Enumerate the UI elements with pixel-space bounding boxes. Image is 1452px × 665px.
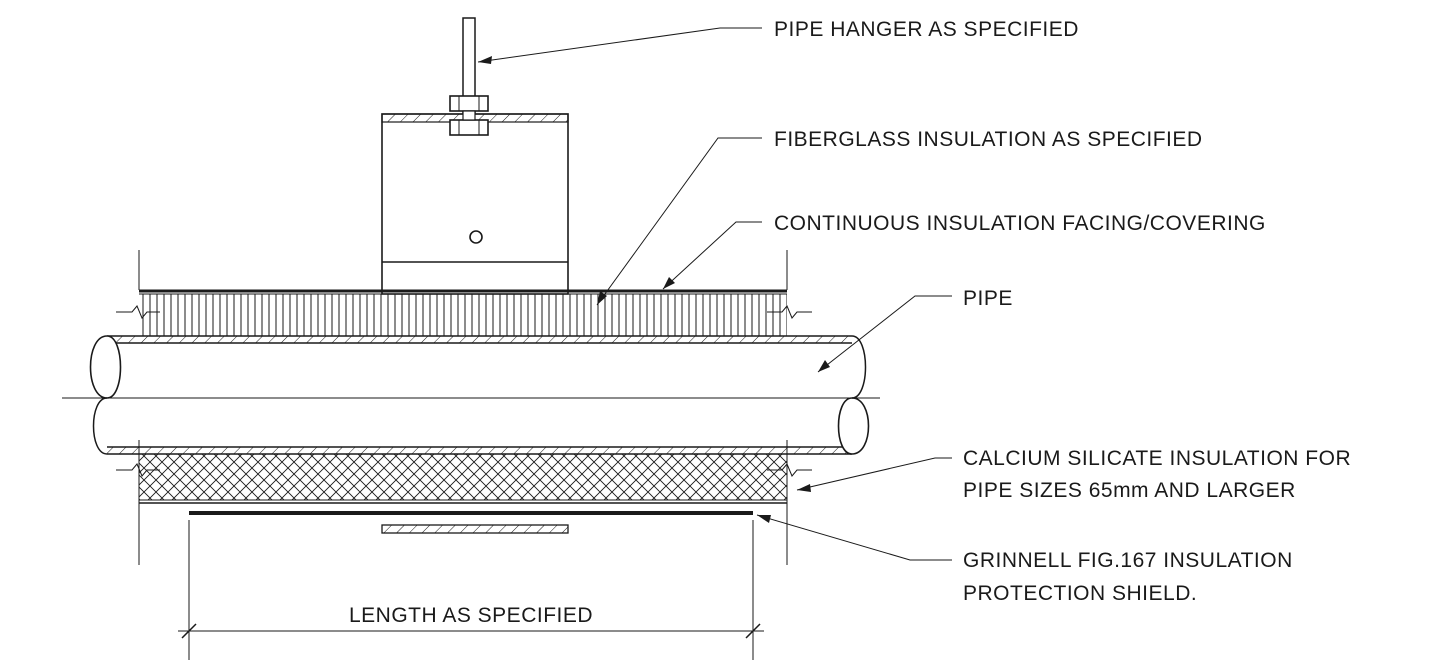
hanger-clamp: [381, 113, 569, 295]
label-fiberglass-insulation: FIBERGLASS INSULATION AS SPECIFIED: [774, 128, 1203, 151]
label-grinnell-line2: PROTECTION SHIELD.: [963, 582, 1197, 605]
label-pipe-hanger: PIPE HANGER AS SPECIFIED: [774, 18, 1079, 41]
label-calcium-silicate-line1: CALCIUM SILICATE INSULATION FOR: [963, 447, 1351, 470]
label-length: LENGTH AS SPECIFIED: [349, 604, 593, 627]
label-calcium-silicate-line2: PIPE SIZES 65mm AND LARGER: [963, 479, 1296, 502]
label-pipe: PIPE: [963, 287, 1013, 310]
pipe: [89, 335, 870, 455]
label-insulation-facing: CONTINUOUS INSULATION FACING/COVERING: [774, 212, 1266, 235]
shield-saddle: [381, 524, 569, 534]
leader-lines: [477, 27, 952, 561]
bolt-hole: [469, 230, 483, 244]
length-dimension: [178, 623, 764, 639]
calcium-silicate-insulation: [139, 454, 787, 500]
hex-nuts: [449, 95, 489, 136]
fiberglass-insulation: [139, 294, 787, 336]
label-grinnell-line1: GRINNELL FIG.167 INSULATION: [963, 549, 1293, 572]
